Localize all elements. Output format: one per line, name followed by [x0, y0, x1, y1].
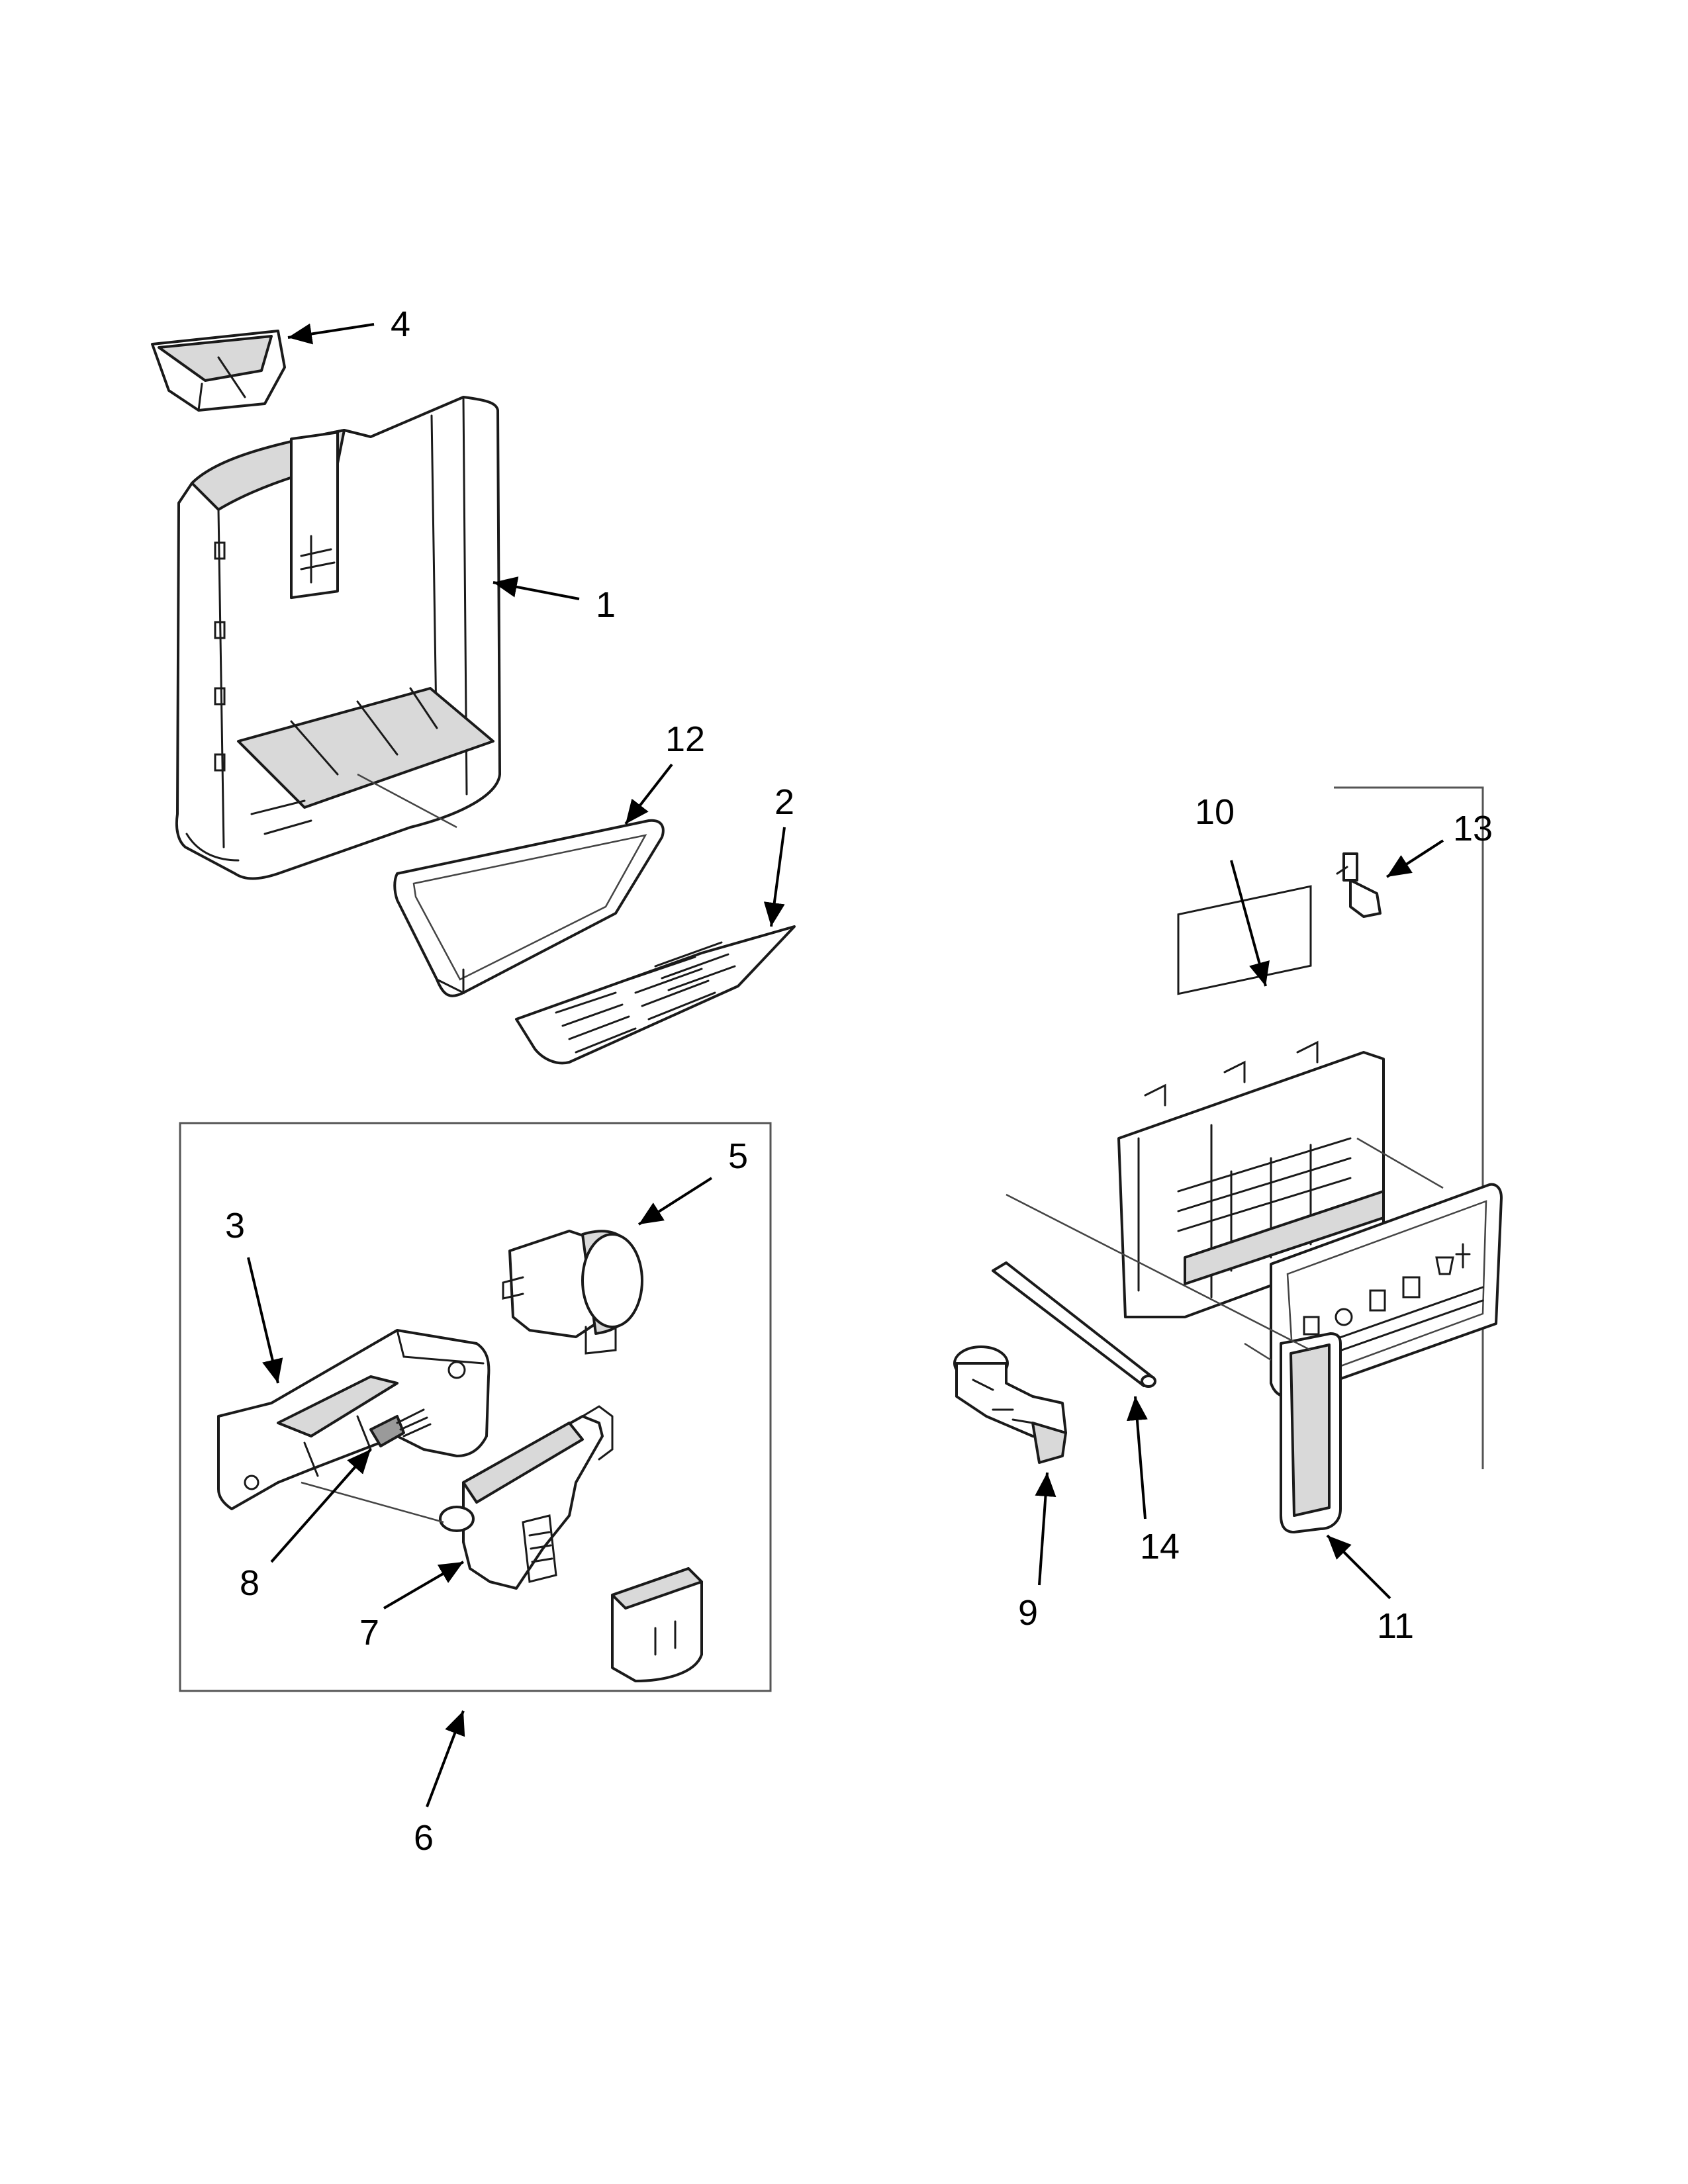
part-9-elbow-fitting[interactable] [953, 1345, 1067, 1464]
callout-12: 12 [665, 719, 705, 759]
callout-8: 8 [240, 1563, 259, 1603]
leader-11 [1326, 1534, 1391, 1600]
part-13-connector[interactable] [1336, 852, 1382, 918]
leader-6 [426, 1710, 465, 1807]
callout-4: 4 [391, 304, 410, 344]
callout-1: 1 [596, 585, 616, 625]
part-7-actuator[interactable] [439, 1405, 614, 1590]
leader-2 [763, 827, 786, 927]
callout-14: 14 [1140, 1527, 1180, 1567]
leader-7 [383, 1561, 465, 1610]
leader-8 [270, 1448, 372, 1563]
part-12-drip-tray-frame[interactable] [393, 819, 665, 997]
leader-10 [1230, 860, 1270, 987]
leader-4 [287, 323, 375, 345]
assembly-link-line [301, 1481, 444, 1524]
part-8-screw[interactable] [369, 1408, 432, 1447]
callout-13: 13 [1453, 809, 1493, 848]
part-4-cup[interactable] [151, 330, 286, 412]
part-14-tube[interactable] [992, 1261, 1156, 1388]
part-1-housing[interactable] [175, 396, 501, 880]
leader-lines [247, 323, 1444, 1807]
callout-6: 6 [414, 1818, 434, 1858]
leader-1 [492, 576, 580, 600]
leader-13 [1385, 839, 1444, 878]
assembly-block[interactable] [611, 1567, 703, 1682]
leader-5 [637, 1177, 713, 1226]
part-11-cover-cap[interactable] [1280, 1332, 1342, 1533]
reference-lines [357, 773, 1444, 1351]
leader-3 [247, 1257, 283, 1384]
callout-labels: 4 1 12 2 5 3 8 7 6 10 13 14 9 11 [225, 304, 1493, 1858]
leader-9 [1035, 1472, 1056, 1586]
leader-14 [1126, 1396, 1148, 1520]
callout-7: 7 [359, 1613, 379, 1653]
callout-3: 3 [225, 1206, 245, 1246]
grille-slots [555, 941, 736, 1054]
callout-2: 2 [774, 782, 794, 822]
part-6-assembly-frame[interactable] [179, 1122, 772, 1692]
part-3-bracket[interactable] [217, 1329, 491, 1510]
callout-9: 9 [1018, 1593, 1038, 1633]
callout-11: 11 [1377, 1606, 1414, 1646]
part-5-motor[interactable] [502, 1230, 643, 1355]
leader-12 [624, 763, 673, 825]
part-2-grille[interactable] [515, 925, 796, 1065]
callout-10: 10 [1195, 792, 1235, 832]
callout-5: 5 [728, 1136, 748, 1176]
